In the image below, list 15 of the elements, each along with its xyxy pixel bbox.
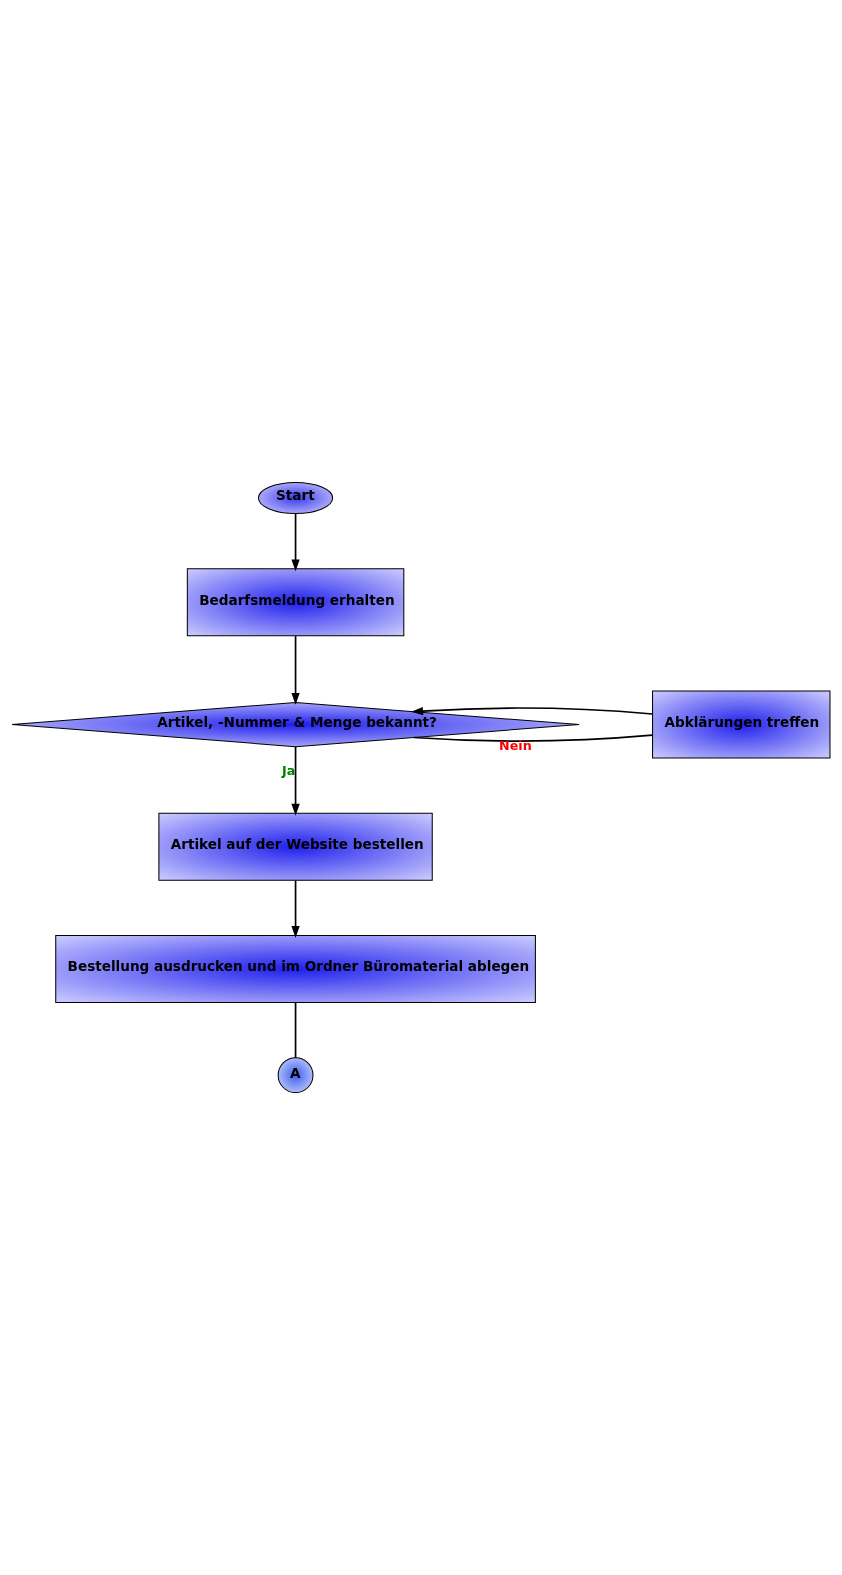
arrow <box>291 745 300 816</box>
arrow <box>291 635 300 705</box>
node-box: Bestellung ausdrucken und im Ordner Büromaterial ablegen <box>55 935 536 1004</box>
connector <box>412 734 654 742</box>
node-box: Bedarfsmeldung erhalten <box>186 568 405 637</box>
arrow <box>411 706 654 716</box>
edge-label: Nein <box>499 738 532 754</box>
connector <box>294 1001 297 1059</box>
arrow <box>291 512 300 572</box>
node-circle: A <box>277 1057 314 1094</box>
arrow <box>291 879 300 938</box>
node-ellipse: Start <box>258 482 334 514</box>
edge-label: Ja <box>281 762 296 778</box>
node-box: Artikel auf der Website bestellen <box>158 812 433 881</box>
node-box: Abklärungen treffen <box>652 690 831 759</box>
